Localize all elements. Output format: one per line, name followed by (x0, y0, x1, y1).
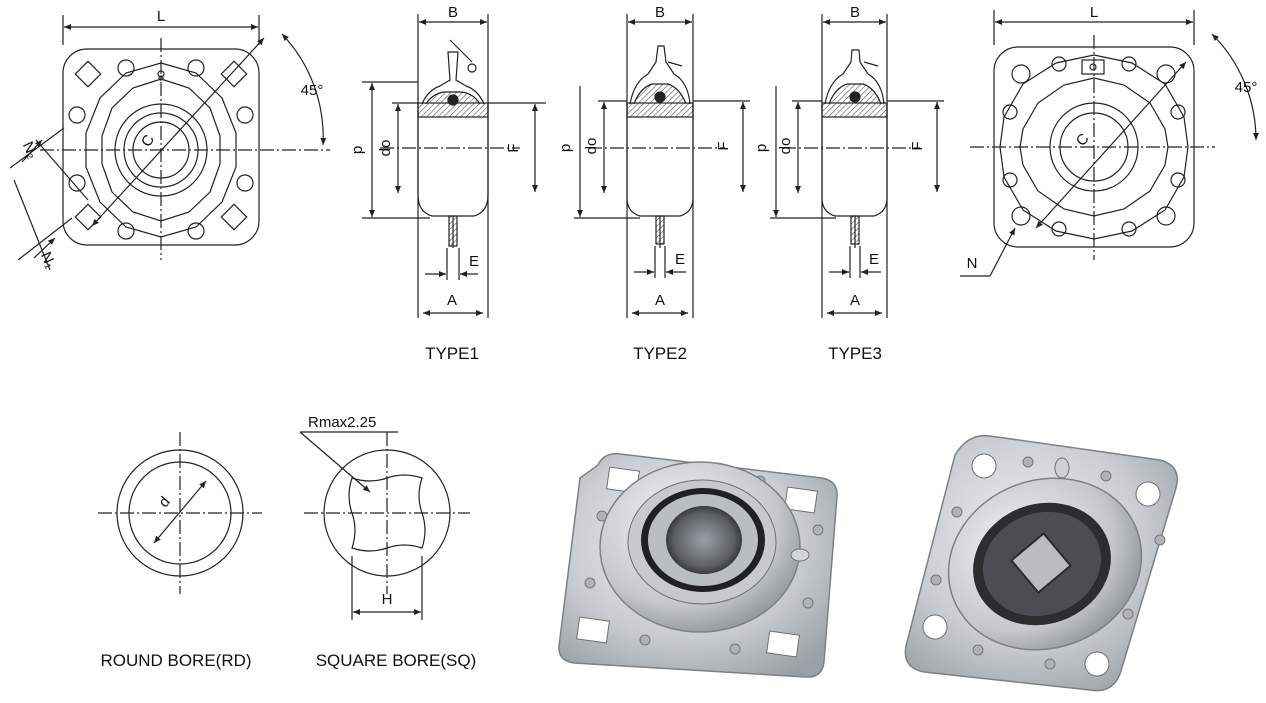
flange-bearing-square-bore-photo (904, 434, 1178, 692)
type1-caption: TYPE1 (425, 344, 479, 363)
left-angle-label: 45° (301, 82, 324, 99)
type3-dim-p: p (753, 144, 770, 152)
type3-dim-do: do (777, 138, 794, 155)
type1-section-view (362, 14, 546, 318)
left-dim-L: L (157, 8, 165, 25)
square-bore-view (299, 431, 470, 620)
type3-caption: TYPE3 (828, 344, 882, 363)
type1-dim-do: do (377, 140, 394, 157)
left-dim-N1: N₁ (37, 249, 59, 271)
left-dim-N2: N₂ (19, 139, 42, 161)
flange-bearing-round-bore-photo (558, 452, 838, 678)
round-bore-caption: ROUND BORE(RD) (100, 651, 251, 670)
type2-dim-A: A (655, 292, 665, 309)
right-dim-N: N (967, 255, 978, 272)
type2-section-view (574, 14, 750, 318)
left-dim-C: C (138, 132, 158, 150)
type3-dim-B: B (850, 4, 860, 21)
type1-dim-B: B (448, 4, 458, 21)
square-bore-caption: SQUARE BORE(SQ) (316, 651, 477, 670)
square-bore-radius-note: Rmax2.25 (308, 414, 376, 431)
type2-dim-E: E (675, 251, 685, 268)
type3-dim-A: A (850, 292, 860, 309)
square-bore-dim-H: H (382, 591, 393, 608)
type1-dim-F: F (505, 143, 522, 152)
type2-dim-do: do (583, 138, 600, 155)
type3-dim-E: E (869, 251, 879, 268)
flange-front-view-left (9, 15, 330, 271)
type2-dim-B: B (655, 4, 665, 21)
type3-section-view (770, 14, 944, 318)
type1-dim-E: E (469, 253, 479, 270)
type3-dim-F: F (909, 141, 926, 150)
round-bore-dim-d: d (155, 493, 173, 510)
type2-caption: TYPE2 (633, 344, 687, 363)
type2-dim-p: p (557, 144, 574, 152)
round-bore-view (98, 432, 262, 594)
type1-dim-A: A (447, 292, 457, 309)
type1-dim-p: p (349, 146, 366, 154)
flange-front-view-right (960, 10, 1259, 277)
right-angle-label: 45° (1235, 79, 1258, 96)
right-dim-L: L (1090, 4, 1098, 21)
type2-dim-F: F (715, 141, 732, 150)
